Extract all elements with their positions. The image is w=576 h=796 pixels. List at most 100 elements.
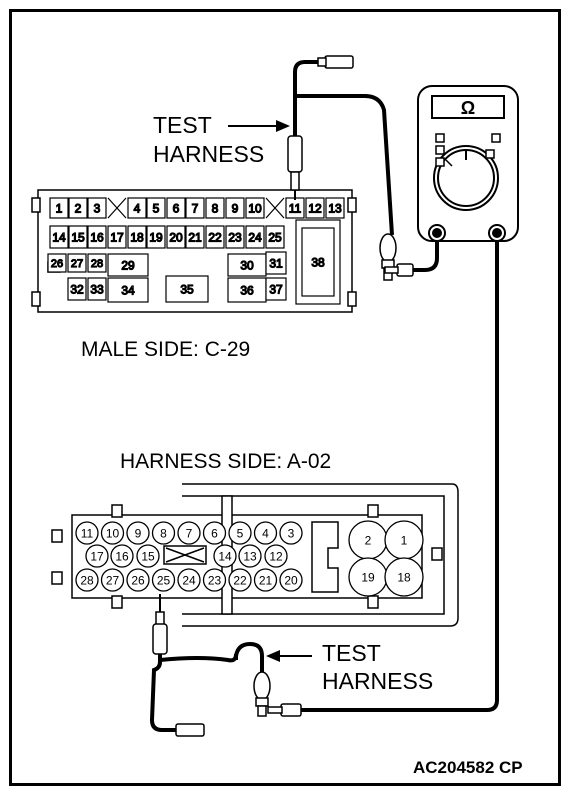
c29-pin-12: 12 xyxy=(308,201,322,215)
c29-pin-35-box xyxy=(165,275,209,303)
c29-pin-33: 33 xyxy=(90,282,104,296)
c29-pin-24-box xyxy=(245,225,265,249)
c29-pin-7-box xyxy=(185,197,205,219)
c29-pin-20: 20 xyxy=(169,230,183,244)
c29-pin-10-box xyxy=(245,197,265,219)
c29-pin-37-box xyxy=(265,277,287,301)
c29-pin-21: 21 xyxy=(188,230,202,244)
c29-pin-5-box xyxy=(146,197,166,219)
c29-pin-27: 27 xyxy=(71,258,83,270)
a02-pin-14-circle xyxy=(213,544,237,568)
a02-pin-13: 13 xyxy=(243,549,257,563)
c29-pin-16-box xyxy=(87,225,107,249)
c29-pin-26: 26 xyxy=(51,258,63,270)
c29-pin-18-box xyxy=(127,225,147,249)
a02-pin-18-circle xyxy=(384,557,424,597)
a02-pin-23-circle xyxy=(202,568,227,592)
c29-pin-10: 10 xyxy=(248,201,262,215)
a02-pin-16: 16 xyxy=(115,549,129,563)
a02-pin-25: 25 xyxy=(157,573,171,587)
c29-pin-12-box xyxy=(305,197,325,219)
a02-pin-3-circle xyxy=(279,521,303,545)
diagram-frame xyxy=(9,9,561,786)
test-harness-bottom xyxy=(149,641,264,732)
c29-pin-21-box xyxy=(185,225,205,249)
a02-pin-4-circle xyxy=(253,521,278,545)
test-harness-bottom-label-2: HARNESS xyxy=(322,668,434,694)
c29-pin-1-box xyxy=(49,197,69,219)
a02-pin-11-circle xyxy=(75,521,99,545)
c29-pin-34-box xyxy=(107,277,149,303)
c29-pin-23-box xyxy=(225,225,245,249)
c29-pin-35: 35 xyxy=(180,282,194,296)
c29-pin-6-box xyxy=(166,197,186,219)
a02-pin-20-circle xyxy=(279,568,303,592)
a02-pin-19: 19 xyxy=(361,570,375,584)
a02-pin-17-circle xyxy=(85,544,109,568)
c29-pin-25-box xyxy=(265,225,285,249)
a02-pin-23: 23 xyxy=(208,573,222,587)
a02-pin-14: 14 xyxy=(218,549,232,563)
c29-pin-29: 29 xyxy=(121,258,135,272)
c29-pin-17-box xyxy=(107,225,127,249)
c29-pin-25: 25 xyxy=(268,230,282,244)
a02-pin-24: 24 xyxy=(182,573,196,587)
c29-pin-7: 7 xyxy=(192,201,199,215)
c29-pin-14: 14 xyxy=(52,230,66,244)
a02-pin-8: 8 xyxy=(160,526,167,540)
c29-pin-15: 15 xyxy=(71,230,85,244)
a02-pin-27: 27 xyxy=(106,573,120,587)
a02-pin-21: 21 xyxy=(259,573,273,587)
a02-pin-9-circle xyxy=(126,521,150,545)
a02-pin-7: 7 xyxy=(186,526,193,540)
c29-pin-15-box xyxy=(68,225,88,249)
c29-pin-38-box xyxy=(301,227,335,297)
a02-pin-8-circle xyxy=(151,521,176,545)
c29-pin-32: 32 xyxy=(70,282,84,296)
c29-pin-31: 31 xyxy=(269,256,283,270)
multimeter xyxy=(417,85,519,242)
c29-pin-13: 13 xyxy=(328,201,342,215)
c29-pin-38: 38 xyxy=(311,255,325,269)
c29-pin-32-box xyxy=(67,277,87,301)
c29-pin-22-box xyxy=(205,225,225,249)
c29-pin-36-box xyxy=(227,277,267,303)
c29-pin-4: 4 xyxy=(134,201,141,215)
c29-pin-24: 24 xyxy=(248,230,262,244)
c29-pin-16: 16 xyxy=(90,230,104,244)
a02-pin-16-circle xyxy=(110,544,134,568)
c29-pin-28: 28 xyxy=(91,258,103,270)
a02-pin-20: 20 xyxy=(284,573,298,587)
c29-pin-19: 19 xyxy=(149,230,163,244)
c29-pin-18: 18 xyxy=(130,230,144,244)
a02-pin-24-circle xyxy=(177,568,201,592)
c29-pin-27-box xyxy=(67,253,87,273)
a02-pin-7-circle xyxy=(177,521,201,545)
a02-pin-21-circle xyxy=(253,568,278,592)
c29-pin-6: 6 xyxy=(173,201,180,215)
a02-pin-6: 6 xyxy=(211,526,218,540)
a02-pin-22: 22 xyxy=(233,573,247,587)
a02-pin-11: 11 xyxy=(81,526,94,540)
c29-pin-26-box xyxy=(47,253,67,273)
a02-pin-18: 18 xyxy=(397,570,411,584)
test-harness-bottom-label-1: TEST xyxy=(322,640,381,666)
a02-pin-28: 28 xyxy=(80,573,94,587)
c29-pin-8: 8 xyxy=(212,201,219,215)
a02-pin-1: 1 xyxy=(401,533,408,547)
c29-pin-36: 36 xyxy=(240,283,254,297)
a02-pin-22-circle xyxy=(228,568,252,592)
a02-pin-26-circle xyxy=(126,568,150,592)
a02-pin-26: 26 xyxy=(131,573,145,587)
c29-pin-29-box xyxy=(107,253,149,277)
a02-pin-10: 10 xyxy=(106,526,120,540)
blank-cavity-mark xyxy=(265,197,285,219)
a02-pin-9: 9 xyxy=(135,526,142,540)
arrow-top xyxy=(228,120,290,132)
a02-pin-15-circle xyxy=(136,544,160,568)
c29-pin-3-box xyxy=(87,197,107,219)
a02-pin-3: 3 xyxy=(288,526,295,540)
a02-pin-2: 2 xyxy=(365,533,372,547)
c29-pin-14-box xyxy=(49,225,69,249)
